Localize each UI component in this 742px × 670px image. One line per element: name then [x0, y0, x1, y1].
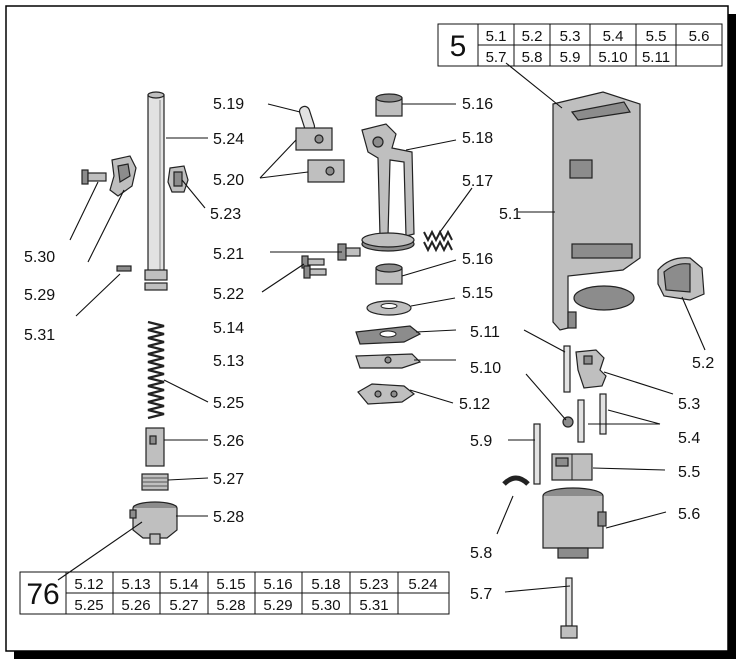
part-5-11-pin — [563, 345, 571, 393]
bottom-table-cell: 5.28 — [216, 597, 245, 614]
part-5-17-spring-b — [423, 239, 453, 253]
label-5-24: 5.24 — [213, 131, 244, 148]
part-5-9-pin — [533, 423, 541, 485]
top-table-cell: 5.3 — [560, 28, 581, 45]
bottom-table-cell: 5.29 — [263, 597, 292, 614]
part-5-8-spring — [502, 475, 530, 486]
bottom-table-cell: 5.25 — [74, 597, 103, 614]
label-5-1: 5.1 — [499, 206, 521, 223]
part-5-30-screw — [81, 169, 107, 185]
label-5-16-lower: 5.16 — [462, 251, 493, 268]
top-table-cell: 5.1 — [486, 28, 507, 45]
label-5-7: 5.7 — [470, 586, 492, 603]
leader-lines — [57, 62, 706, 593]
bottom-table-number: 76 — [26, 578, 59, 611]
part-5-1-housing — [552, 91, 641, 331]
part-labels: 5.1 5.2 5.3 5.4 5.5 5.6 5.7 5.8 5.9 5.10… — [24, 96, 714, 603]
part-5-29-clip — [109, 155, 137, 197]
label-5-22: 5.22 — [213, 286, 244, 303]
label-5-27: 5.27 — [213, 471, 244, 488]
label-5-6: 5.6 — [678, 506, 700, 523]
top-table-cell: 5.8 — [522, 49, 543, 66]
label-5-18: 5.18 — [462, 130, 493, 147]
label-5-25: 5.25 — [213, 395, 244, 412]
bottom-table-cell: 5.18 — [311, 576, 340, 593]
top-table-cell: 5.4 — [603, 28, 624, 45]
part-5-15-washer — [366, 300, 412, 316]
part-5-17-spring-a — [423, 229, 453, 243]
top-table-cell: 5.11 — [642, 49, 670, 66]
label-5-21: 5.21 — [213, 246, 244, 263]
part-5-28-base — [129, 501, 178, 545]
top-reference-table: 5 5.1 5.2 5.3 5.4 5.5 5.6 5.7 5.8 5.9 5.… — [437, 23, 723, 67]
part-5-16-top-bushing — [375, 93, 403, 117]
bottom-reference-table: 76 5.12 5.13 5.14 5.15 5.16 5.18 5.23 5.… — [19, 571, 450, 615]
bottom-table-cell: 5.26 — [121, 597, 150, 614]
label-5-19: 5.19 — [213, 96, 244, 113]
top-table-cell: 5.2 — [522, 28, 543, 45]
part-5-7-screw — [560, 577, 578, 639]
bottom-table-cell: 5.27 — [169, 597, 198, 614]
part-5-5-block — [551, 453, 593, 481]
label-5-30: 5.30 — [24, 249, 55, 266]
label-5-17: 5.17 — [462, 173, 493, 190]
label-5-10: 5.10 — [470, 360, 501, 377]
bottom-table-cell: 5.31 — [359, 597, 388, 614]
part-5-6-housing — [542, 487, 607, 559]
part-5-31-pin — [116, 265, 132, 272]
label-5-8: 5.8 — [470, 545, 492, 562]
part-5-4-pin-b — [599, 393, 607, 435]
part-5-20-block-upper — [295, 127, 333, 151]
label-5-29: 5.29 — [24, 287, 55, 304]
part-5-27-nut — [141, 473, 169, 491]
label-5-16-top: 5.16 — [462, 96, 493, 113]
part-5-4-pin-a — [577, 399, 585, 443]
part-5-20-block-lower — [307, 159, 345, 183]
label-5-26: 5.26 — [213, 433, 244, 450]
label-5-15: 5.15 — [462, 285, 493, 302]
part-5-26-sleeve — [145, 427, 165, 467]
bottom-table-cell: 5.12 — [74, 576, 103, 593]
label-5-11: 5.11 — [470, 324, 500, 341]
top-table-cell: 5.5 — [646, 28, 667, 45]
part-5-23-clip — [167, 165, 189, 193]
label-5-13: 5.13 — [213, 353, 244, 370]
top-table-cell: 5.9 — [560, 49, 581, 66]
part-5-25-spring — [147, 320, 165, 420]
top-table-cell: 5.7 — [486, 49, 507, 66]
label-5-12: 5.12 — [459, 396, 490, 413]
label-5-3: 5.3 — [678, 396, 700, 413]
label-5-31: 5.31 — [24, 327, 55, 344]
label-5-20: 5.20 — [213, 172, 244, 189]
label-5-9: 5.9 — [470, 433, 492, 450]
top-table-number: 5 — [450, 30, 467, 63]
label-5-14: 5.14 — [213, 320, 244, 337]
bottom-table-cell: 5.24 — [408, 576, 437, 593]
label-5-4: 5.4 — [678, 430, 700, 447]
bottom-table-cell: 5.16 — [263, 576, 292, 593]
part-5-12-plate — [357, 383, 416, 405]
label-5-5: 5.5 — [678, 464, 700, 481]
top-table-cell: 5.6 — [689, 28, 710, 45]
bottom-table-cell: 5.14 — [169, 576, 198, 593]
bottom-table-cell: 5.30 — [311, 597, 340, 614]
bottom-table-cell: 5.13 — [121, 576, 150, 593]
bottom-table-cell: 5.15 — [216, 576, 245, 593]
label-5-28: 5.28 — [213, 509, 244, 526]
part-5-16-lower-bushing — [375, 263, 403, 285]
bottom-table-cell: 5.23 — [359, 576, 388, 593]
part-5-14-plate — [355, 325, 422, 345]
part-5-24-tube — [144, 91, 168, 291]
part-5-3-latch — [575, 349, 607, 389]
part-5-18-bracket — [361, 123, 415, 252]
top-table-cell: 5.10 — [598, 49, 627, 66]
label-5-2: 5.2 — [692, 355, 714, 372]
part-5-2-clip — [657, 257, 705, 301]
part-5-22-screws — [301, 255, 327, 279]
part-5-13-plate — [355, 353, 422, 369]
label-5-23: 5.23 — [210, 206, 241, 223]
